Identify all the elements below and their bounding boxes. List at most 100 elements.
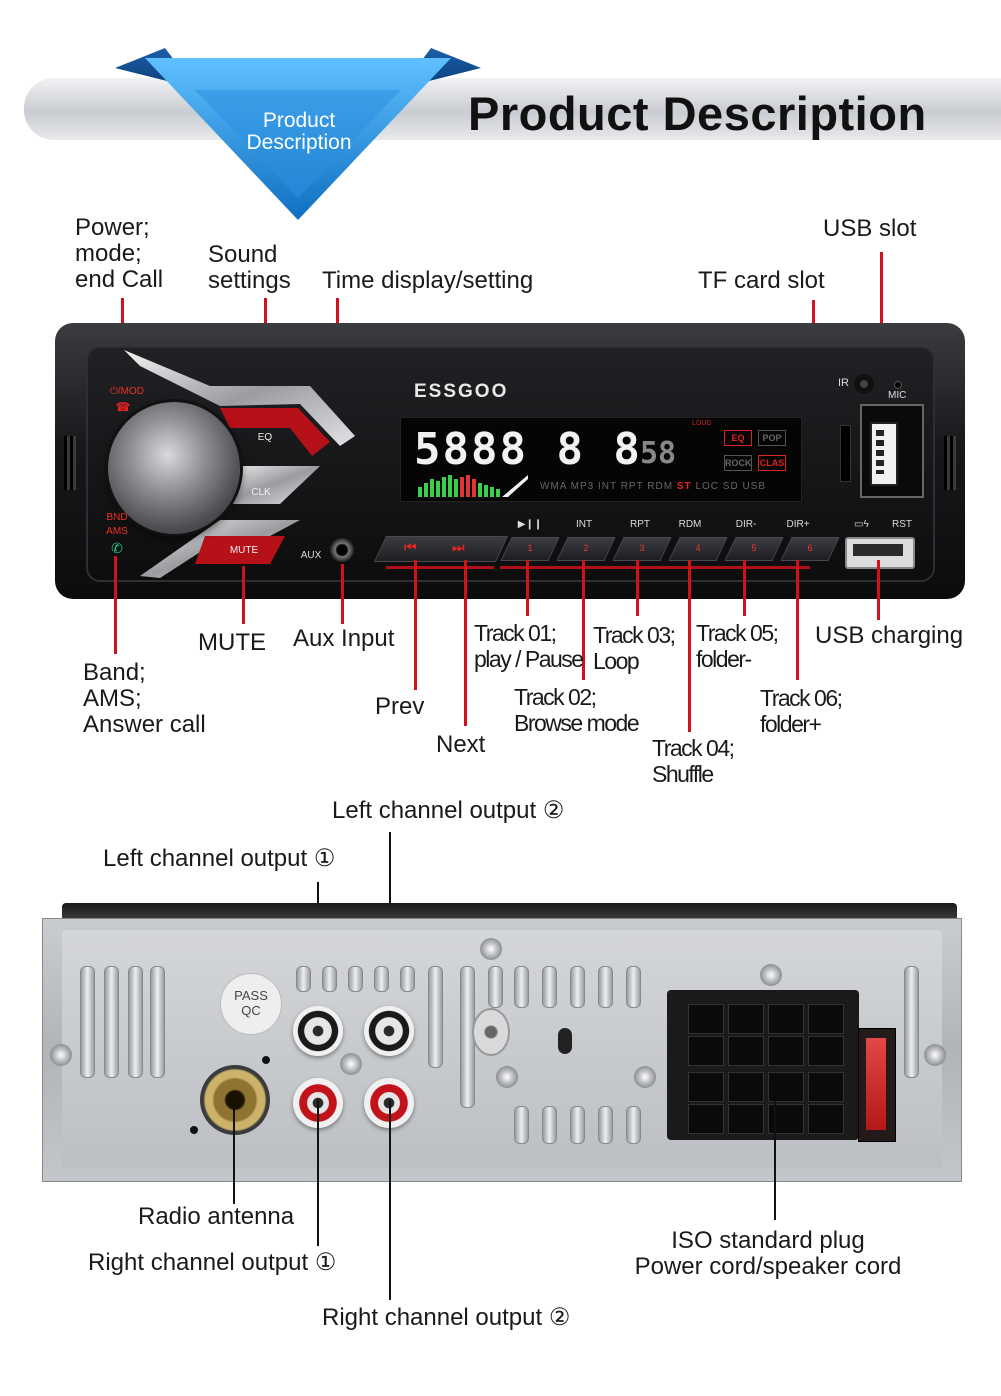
pass-qc-sticker: PASS QC	[220, 973, 282, 1035]
line-right-output-2	[389, 1100, 391, 1300]
ribbon-label-line1: Product	[262, 109, 336, 132]
vent-slot	[488, 966, 503, 1008]
vent-slot	[150, 966, 165, 1078]
callout-track06: Track 06; folder+	[760, 685, 843, 737]
line-band	[114, 556, 117, 654]
number-label-4: 4	[695, 543, 701, 553]
line-track05	[743, 560, 746, 616]
display-digits: 5888 8 8	[414, 424, 642, 475]
callout-right-output-1: Right channel output ①	[88, 1249, 337, 1276]
ribbon-label-line2: Description	[246, 131, 352, 154]
line-next	[464, 560, 467, 726]
line-right-output-1	[317, 1100, 319, 1246]
prev-next-button-group	[373, 536, 509, 562]
aux-input-jack[interactable]	[330, 538, 354, 562]
iso-pin-cell	[768, 1004, 804, 1034]
iso-pin-cell	[728, 1036, 764, 1066]
vent-slot	[80, 966, 95, 1078]
callout-track04: Track 04; Shuffle	[652, 735, 735, 787]
hole-icon	[190, 1126, 198, 1134]
usb-slot-port[interactable]	[870, 422, 898, 486]
tf-card-slot[interactable]	[840, 425, 851, 482]
vent-slot	[400, 966, 415, 992]
vent-slot	[598, 966, 613, 1008]
iso-pin-cell	[768, 1072, 804, 1102]
callout-tf-card-slot: TF card slot	[698, 267, 825, 294]
screw-icon	[924, 1044, 946, 1066]
page-title: Product Description	[468, 87, 927, 140]
mount-bolt-icon	[472, 1008, 510, 1056]
callout-track05: Track 05; folder-	[696, 620, 779, 672]
iso-pin-cell	[808, 1072, 844, 1102]
callout-sound-settings: Sound settings	[208, 241, 291, 294]
callout-usb-slot: USB slot	[823, 215, 917, 242]
iso-pin-cell	[728, 1104, 764, 1134]
line-track03	[636, 560, 639, 616]
callout-left-output-1: Left channel output ①	[103, 845, 336, 872]
dir-plus-label: DIR+	[786, 519, 810, 530]
radio-antenna-socket[interactable]	[200, 1065, 270, 1135]
rca-left-output-2-jack[interactable]	[364, 1006, 414, 1056]
eq-indicator-eq: EQ	[724, 430, 752, 446]
int-label: INT	[575, 519, 593, 530]
usb-charging-port-inner	[853, 544, 903, 556]
iso-pin-cell	[768, 1036, 804, 1066]
display-small-digits: 58	[640, 436, 677, 471]
ribbon-label: Product Description	[228, 110, 370, 154]
next-button[interactable]: ⏭	[452, 539, 465, 555]
vent-slot	[514, 1106, 529, 1144]
bnd-button[interactable]: BND	[106, 512, 128, 523]
callout-power: Power; mode; end Call	[75, 214, 164, 293]
mute-button[interactable]: MUTE	[229, 545, 259, 556]
play-pause-icon: ▶❙❙	[517, 519, 543, 530]
line-track02	[582, 560, 585, 680]
rdm-label: RDM	[678, 519, 702, 530]
screw-icon	[760, 964, 782, 986]
display-indicators: WMA MP3 INT RPT RDM ST LOC SD USB	[540, 481, 767, 492]
screw-icon	[480, 938, 502, 960]
iso-pin-cell	[688, 1004, 724, 1034]
ir-sensor-icon	[854, 374, 874, 394]
ams-button-label: AMS	[106, 526, 128, 537]
callout-track02: Track 02; Browse mode	[514, 684, 640, 736]
chrome-wing-graphic	[124, 350, 355, 578]
vent-slot	[542, 1106, 557, 1144]
line-prev	[414, 560, 417, 690]
iso-pin-cell	[688, 1104, 724, 1134]
iso-pin-cell	[728, 1072, 764, 1102]
red-accent-strip-right	[500, 566, 810, 569]
volume-knob[interactable]	[108, 402, 240, 534]
rca-left-output-1-jack[interactable]	[293, 1006, 343, 1056]
power-mod-button-label: ⏻/MOD	[109, 386, 145, 397]
callout-left-output-2: Left channel output ②	[332, 797, 565, 824]
prev-button[interactable]: ⏮	[404, 539, 417, 555]
vent-slot	[348, 966, 363, 992]
mount-hole-icon	[558, 1028, 572, 1054]
eq-indicator-clas: CLAS	[758, 455, 786, 471]
spectrum-bars-graphic	[418, 475, 528, 497]
aux-label: AUX	[300, 550, 322, 561]
ir-label: IR	[838, 377, 849, 389]
vent-slot	[626, 966, 641, 1008]
brand-logo-text: ESSGOO	[414, 381, 509, 402]
ribbon-triangle-graphic	[115, 48, 481, 220]
eq-button[interactable]: EQ	[257, 432, 273, 443]
line-radio-antenna	[233, 1100, 235, 1204]
vent-slot	[104, 966, 119, 1078]
vent-slot	[598, 1106, 613, 1144]
rpt-label: RPT	[630, 519, 650, 530]
screw-icon	[496, 1066, 518, 1088]
dir-minus-label: DIR-	[735, 519, 757, 530]
vent-slot	[904, 966, 919, 1078]
callout-iso-plug: ISO standard plug Power cord/speaker cor…	[634, 1227, 902, 1280]
vent-slot	[626, 1106, 641, 1144]
usb-contacts-icon	[876, 430, 884, 474]
iso-pin-cell	[688, 1072, 724, 1102]
rst-button[interactable]: RST	[892, 519, 912, 530]
line-track06	[796, 560, 799, 680]
number-label-6: 6	[807, 543, 813, 553]
clk-button[interactable]: CLK	[251, 487, 271, 498]
hole-icon	[262, 1056, 270, 1064]
callout-mute: MUTE	[198, 629, 266, 656]
vent-slot	[296, 966, 311, 992]
